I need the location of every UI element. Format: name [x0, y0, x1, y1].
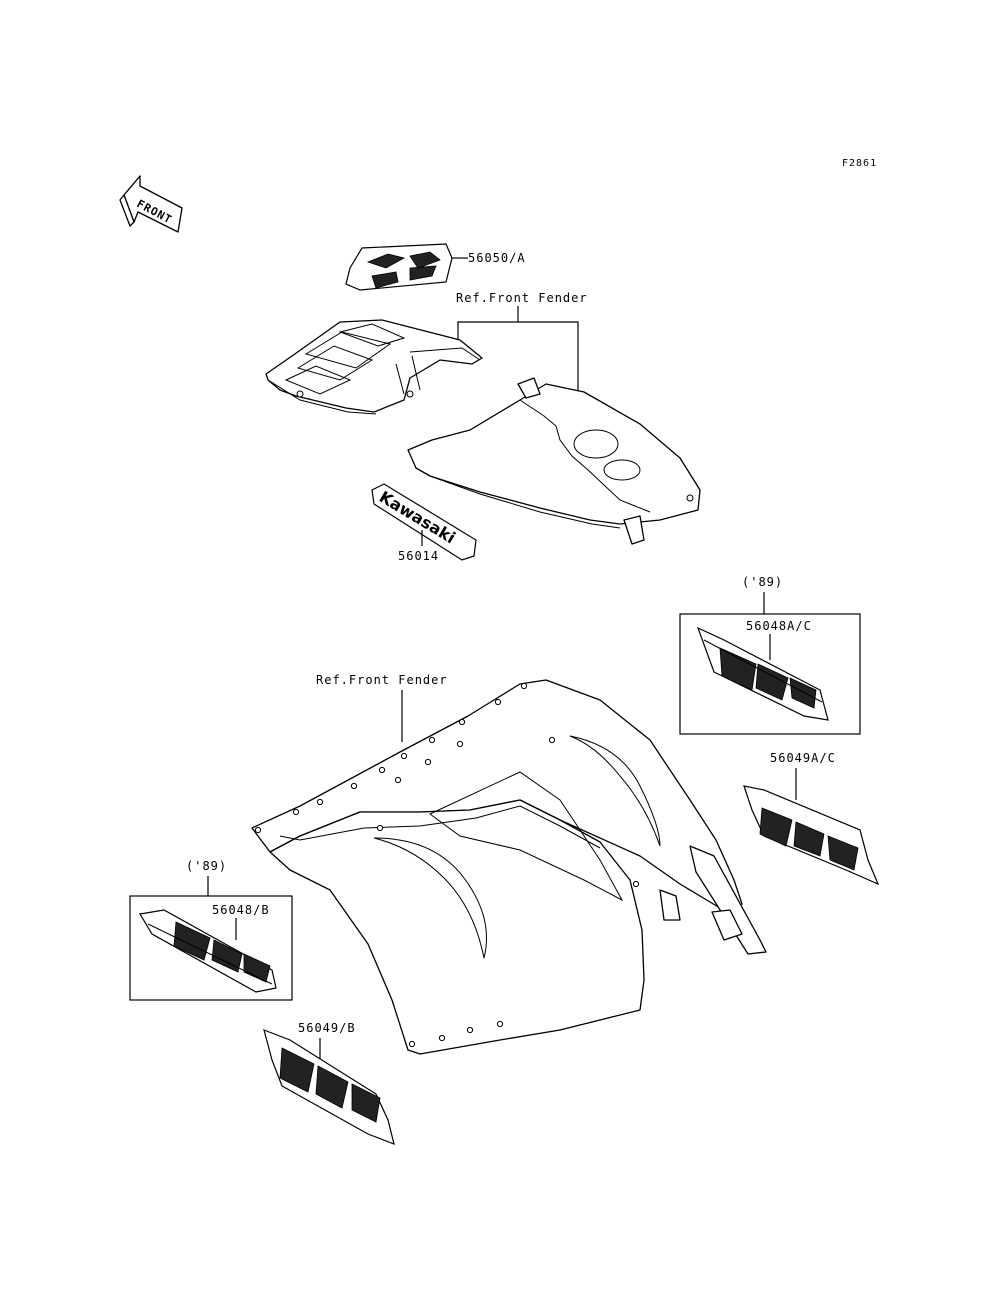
decal-56049ac[interactable]: [743, 785, 880, 886]
decal-56048b[interactable]: [139, 909, 277, 993]
front-fender-top-part[interactable]: [407, 377, 701, 545]
front-arrow-icon: FRONT: [119, 175, 183, 233]
label-56050: 56050/A: [468, 251, 526, 265]
label-56048b: 56048/B: [212, 903, 270, 917]
decal-56050[interactable]: [345, 243, 453, 291]
label-year-right: ('89): [742, 575, 783, 589]
front-fender-main-part[interactable]: [251, 679, 767, 1055]
label-ref-front-fender-mid: Ref.Front Fender: [316, 673, 448, 687]
box-56048ac: [679, 613, 861, 735]
label-56014: 56014: [398, 549, 439, 563]
label-year-left: ('89): [186, 859, 227, 873]
box-56048b: [129, 895, 293, 1001]
label-56049b: 56049/B: [298, 1021, 356, 1035]
kawasaki-logo-text: Kawasaki: [376, 487, 459, 547]
decal-56048ac[interactable]: [696, 626, 829, 721]
label-56049ac: 56049A/C: [770, 751, 836, 765]
rear-panel-part[interactable]: [265, 319, 483, 415]
decal-56049b[interactable]: [263, 1029, 395, 1145]
label-ref-front-fender-top: Ref.Front Fender: [456, 291, 588, 305]
figure-code: F2861: [842, 158, 877, 169]
label-56048ac: 56048A/C: [746, 619, 812, 633]
